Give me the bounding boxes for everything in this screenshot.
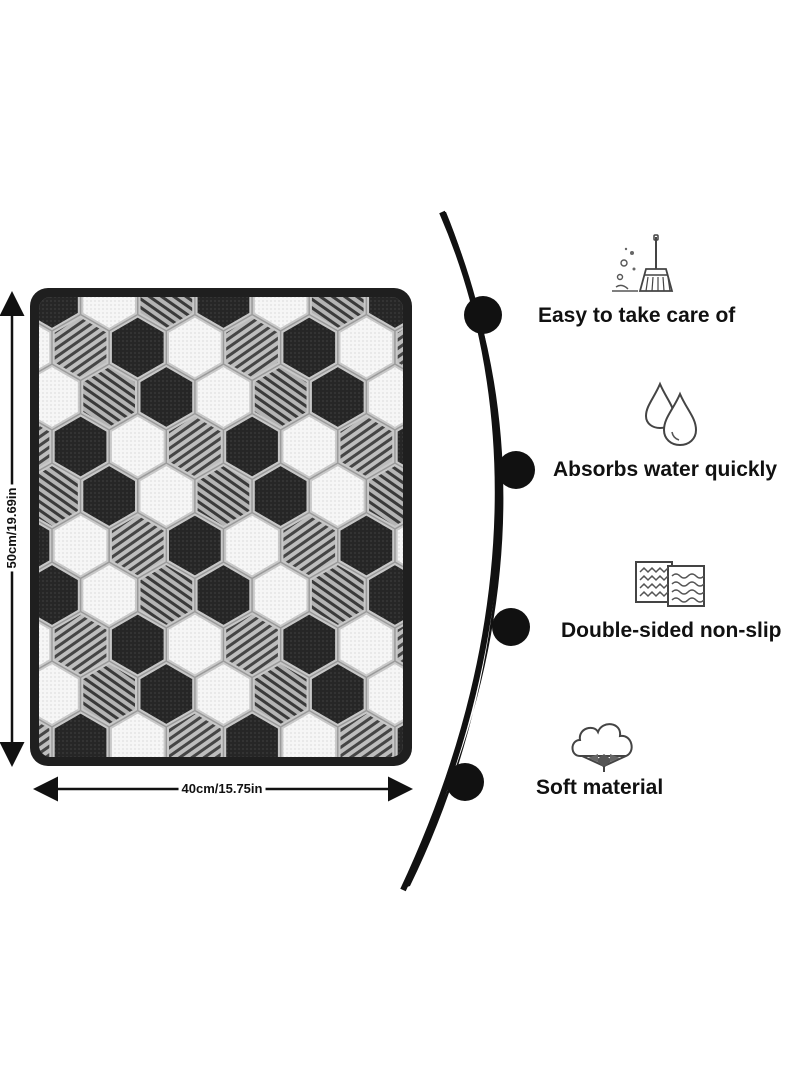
mat-hexagon-tile: [367, 562, 403, 628]
mat-hexagon-tile: [224, 315, 280, 380]
mat-hexagon-tile: [195, 297, 252, 331]
mat-hexagon-tile: [109, 711, 166, 757]
mat-hexagon-tile: [281, 612, 338, 677]
mat-hexagon-tile: [338, 414, 395, 479]
mat-hexagon-tile: [138, 562, 195, 628]
mat-hexagon-tile: [52, 414, 109, 479]
mat-hexagon-tile: [224, 414, 280, 479]
cotton-icon: [571, 723, 633, 772]
mat-hexagon-tile: [309, 297, 366, 331]
feature-label-non-slip: Double-sided non-slip: [561, 619, 782, 642]
mat-hexagon-tile: [167, 513, 223, 578]
mat-hexagon-tile: [81, 463, 137, 529]
mat-hexagon-tile: [309, 463, 366, 529]
mat-hexagon-tile: [39, 661, 80, 727]
mat-hexagon-tile: [367, 297, 403, 331]
mat-hexagon-tile: [224, 513, 280, 578]
mat-hexagon-tile: [195, 364, 252, 430]
height-dimension-label: 50cm/19.69in: [4, 484, 19, 572]
mat-hexagon-tile: [309, 661, 366, 727]
mat-hexagon-tile: [224, 711, 280, 757]
mat-hexagon-tile: [39, 414, 52, 479]
width-dimension-label: 40cm/15.75in: [178, 782, 266, 796]
mat-hexagon-tile: [281, 711, 338, 757]
mat-hexagon-tile: [195, 661, 252, 727]
mat-hexagon-tile: [39, 612, 52, 677]
feature-label-easy-care: Easy to take care of: [538, 304, 736, 327]
water-drops-icon: [644, 381, 698, 447]
mat-hexagon-tile: [252, 364, 309, 430]
mat-hexagon-tile: [367, 661, 403, 727]
mat-hexagon-tile: [338, 612, 395, 677]
mat-hexagon-tile: [252, 463, 309, 529]
feature-bullet-2: [497, 451, 535, 489]
mat-hexagon-tile: [52, 711, 109, 757]
mat-hexagon-tile: [39, 513, 52, 578]
non-slip-fabric-icon: [635, 561, 705, 607]
mat-hexagon-tile: [338, 711, 395, 757]
mat-hexagon-tile: [167, 414, 223, 479]
mat-hexagon-tile: [138, 364, 195, 430]
mat-hexagon-tile: [224, 612, 280, 677]
mat-hexagon-tile: [252, 562, 309, 628]
feature-label-absorbs-water: Absorbs water quickly: [553, 458, 778, 481]
hexagon-pattern: [39, 297, 403, 757]
mat-hexagon-tile: [52, 612, 109, 677]
mat-hexagon-tile: [138, 297, 195, 331]
mat-hexagon-tile: [281, 315, 338, 380]
mat-hexagon-tile: [39, 364, 80, 430]
mat-hexagon-tile: [167, 612, 223, 677]
bath-mat-illustration: [30, 288, 412, 766]
mat-hexagon-tile: [138, 661, 195, 727]
mat-hexagon-tile: [395, 513, 403, 578]
mat-hexagon-tile: [109, 315, 166, 380]
mat-hexagon-tile: [109, 513, 166, 578]
mat-hexagon-tile: [195, 463, 252, 529]
mat-hexagon-tile: [252, 661, 309, 727]
mat-hexagon-tile: [109, 414, 166, 479]
feature-bullet-4: [446, 763, 484, 801]
mat-hexagon-tile: [39, 463, 80, 529]
mat-hexagon-tile: [52, 315, 109, 380]
mat-hexagon-tile: [252, 297, 309, 331]
mat-hexagon-tile: [395, 315, 403, 380]
mat-hexagon-tile: [281, 513, 338, 578]
mat-hexagon-tile: [81, 364, 137, 430]
mat-hexagon-tile: [81, 661, 137, 727]
feature-bullet-1: [464, 296, 502, 334]
mat-hexagon-tile: [52, 513, 109, 578]
mat-hexagon-tile: [395, 414, 403, 479]
mat-hexagon-tile: [39, 315, 52, 380]
feature-bullet-3: [492, 608, 530, 646]
mat-hexagon-tile: [309, 562, 366, 628]
mat-hexagon-tile: [109, 612, 166, 677]
feature-label-soft-material: Soft material: [536, 776, 664, 799]
mat-hexagon-tile: [81, 297, 137, 331]
mat-hexagon-tile: [338, 513, 395, 578]
mat-hexagon-tile: [338, 315, 395, 380]
mat-hexagon-tile: [367, 364, 403, 430]
mat-hexagon-tile: [138, 463, 195, 529]
mat-hexagon-tile: [367, 463, 403, 529]
mat-hexagon-tile: [167, 315, 223, 380]
mat-hexagon-tile: [309, 364, 366, 430]
broom-icon: [612, 234, 674, 292]
mat-hexagon-tile: [39, 297, 80, 331]
mat-hexagon-tile: [39, 562, 80, 628]
mat-hexagon-tile: [395, 612, 403, 677]
mat-hexagon-tile: [195, 562, 252, 628]
mat-hexagon-tile: [81, 562, 137, 628]
mat-hexagon-tile: [281, 414, 338, 479]
mat-hexagon-tile: [167, 711, 223, 757]
